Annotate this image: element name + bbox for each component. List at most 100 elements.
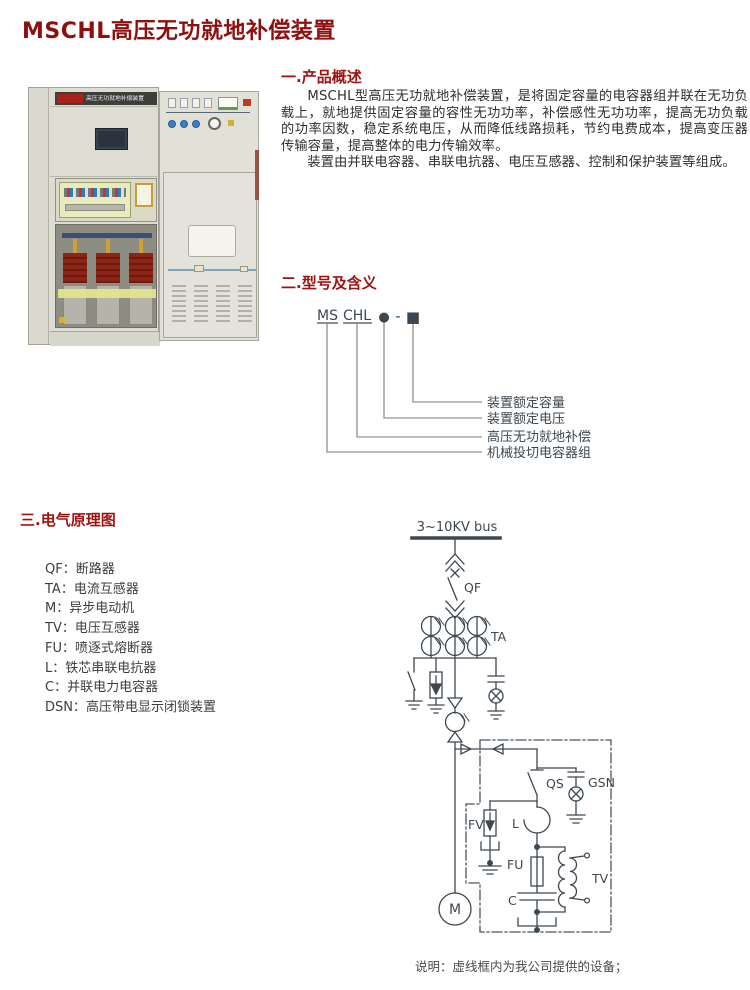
legend-item-ta: TA：电流互感器 <box>45 581 139 597</box>
overview-paragraph-1: MSCHL型高压无功就地补偿装置，是将固定容量的电容器组并联在无功负载上，就地提… <box>281 89 748 154</box>
overview-paragraph-2: 装置由并联电容器、串联电抗器、电压互感器、控制和保护装置等组成。 <box>307 155 736 170</box>
door-lower-panel <box>163 172 257 338</box>
model-line-square <box>412 322 482 403</box>
drawout-contact-upper-icon <box>445 553 465 572</box>
model-label-switched-bank: 机械投切电容器组 <box>487 445 591 461</box>
motor-circle-icon <box>438 892 472 926</box>
cabinet-main: 高压无功就地补偿装置 <box>28 87 160 346</box>
model-line-dot <box>383 321 482 419</box>
model-code-ms: MS <box>317 308 338 324</box>
supplied-equipment-box <box>465 739 612 933</box>
model-separator: - <box>395 307 400 325</box>
warning-tag <box>59 317 65 323</box>
hinge-sliver <box>255 150 259 200</box>
insulator <box>106 239 110 255</box>
m-label: M <box>449 902 461 918</box>
tv-transformer-icon <box>536 846 591 913</box>
component-legend: QF：断路器 TA：电流互感器 M：异步电动机 TV：电压互感器 FU：喷逐式熔… <box>45 560 216 718</box>
reactor-unit <box>96 239 120 327</box>
panel-seam <box>50 106 159 107</box>
model-line-chl <box>356 323 482 438</box>
qs-label: QS <box>546 776 564 791</box>
fv-label: FV <box>468 817 484 832</box>
overview-text: MSCHL型高压无功就地补偿装置，是将固定容量的电容器组并联在无功负载上，就地提… <box>281 89 748 172</box>
legend-item-qf: QF：断路器 <box>45 562 115 577</box>
model-diagram-svg: MS CHL ● - ■ 装置额定容量 装置额定电压 高压无功就地补偿 机械投切… <box>317 307 591 461</box>
capacitor-compartment <box>55 224 157 328</box>
yellow-rail <box>58 289 156 298</box>
model-dot-symbol: ● <box>378 310 389 325</box>
yellow-button <box>228 120 234 126</box>
qf-label: QF <box>464 580 481 595</box>
door-device <box>192 98 200 108</box>
diagram-note: 说明：虚线框内为我公司提供的设备； <box>415 959 628 974</box>
relay-row <box>64 188 126 197</box>
inspection-window <box>188 225 236 257</box>
legend-item-c: C：并联电力电容器 <box>45 680 159 696</box>
legend-item-l: L：铁芯串联电抗器 <box>45 660 157 676</box>
door-device <box>168 98 176 108</box>
vent-louver <box>194 285 208 323</box>
busbar-blue <box>62 233 152 238</box>
door-device <box>204 98 212 108</box>
arrester-icon <box>427 657 445 714</box>
fu-label: FU <box>507 857 523 872</box>
model-label-capacity: 装置额定容量 <box>487 395 565 411</box>
section-overview-heading: 一.产品概述 <box>281 68 362 86</box>
product-photo: 高压无功就地补偿装置 <box>28 85 263 347</box>
reactor-coil <box>96 253 120 283</box>
wire-connector <box>194 265 204 272</box>
box-feed-line <box>536 748 577 769</box>
vent-louver <box>238 285 252 323</box>
l-reactor-icon <box>523 800 551 850</box>
cabinet-right-door <box>159 91 259 341</box>
plug-arrow-right-icon <box>460 742 473 756</box>
reactor-unit <box>129 239 153 327</box>
drawout-contact-lower-icon <box>445 600 465 619</box>
ta-ct-icons <box>420 615 491 657</box>
blue-wire <box>168 269 256 271</box>
panel-meter <box>135 183 153 207</box>
terminal-bar <box>65 204 125 211</box>
nameplate-text: 高压无功就地补偿装置 <box>86 95 144 102</box>
controller-display <box>95 128 128 150</box>
model-label-voltage: 装置额定电压 <box>487 412 565 427</box>
earthing-switch-icon <box>405 657 423 710</box>
insulator <box>139 239 143 255</box>
model-line-ms <box>326 323 482 453</box>
vent-louver <box>172 285 186 323</box>
c-capacitor-icon <box>517 885 557 933</box>
gsn-label: GSN <box>588 775 615 790</box>
vent-louver <box>216 285 230 323</box>
voltage-display-branch-icon <box>487 657 505 720</box>
relay-panel <box>59 182 131 218</box>
brand-logo <box>57 94 83 103</box>
section-schematic-heading: 三.电气原理图 <box>20 511 116 529</box>
reactor-coil <box>129 253 153 283</box>
panel-seam <box>50 176 159 177</box>
fv-arrester-icon <box>478 800 502 875</box>
page-title: MSCHL高压无功就地补偿装置 <box>22 19 336 44</box>
kick-plate <box>50 331 160 346</box>
section-model-heading: 二.型号及含义 <box>281 274 377 292</box>
bus-label: 3~10KV bus <box>417 520 498 535</box>
wire-connector <box>240 266 248 272</box>
legend-item-dsn: DSN：高压带电显示闭锁装置 <box>45 699 216 715</box>
wiring-line <box>166 112 250 113</box>
model-label-compensation: 高压无功就地补偿 <box>487 429 591 445</box>
l-label: L <box>512 816 519 831</box>
model-code-chl: CHL <box>343 308 371 324</box>
cabinet-stile <box>29 88 49 344</box>
gsn-branch-icon <box>566 767 586 824</box>
ta-label: TA <box>490 629 507 644</box>
plug-arrow-left-icon <box>491 742 504 756</box>
blue-indicator <box>180 120 188 128</box>
reactor-coil <box>63 253 87 283</box>
door-device <box>180 98 188 108</box>
insulator <box>73 239 77 255</box>
legend-item-tv: TV：电压互感器 <box>45 621 140 637</box>
blue-indicator <box>168 120 176 128</box>
model-square-symbol: ■ <box>406 308 420 326</box>
legend-item-fu: FU：喷逐式熔断器 <box>45 640 153 656</box>
